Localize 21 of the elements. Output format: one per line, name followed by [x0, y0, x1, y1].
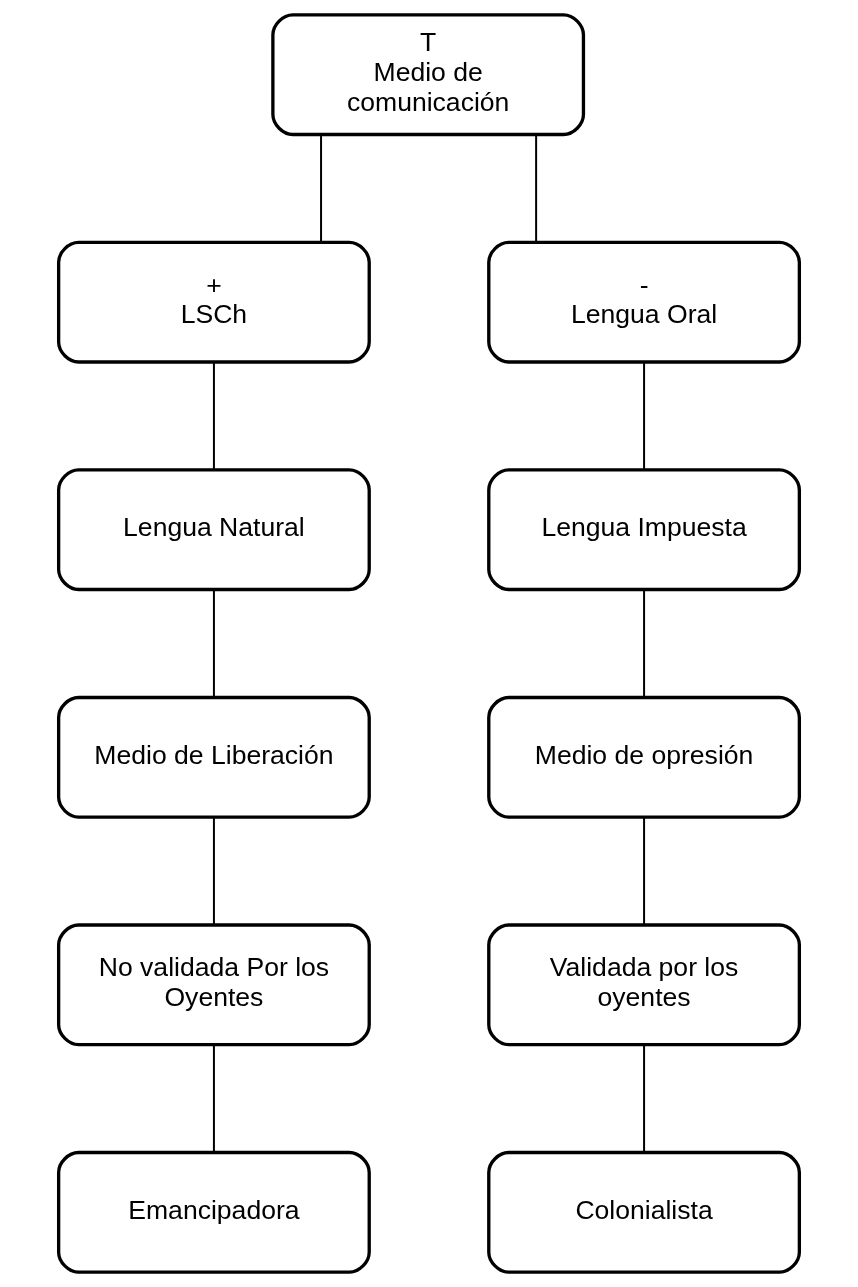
connector: [212, 816, 215, 926]
node-box: + LSCh: [57, 240, 371, 364]
node-box: Medio de Liberación: [57, 695, 371, 819]
node-box: T Medio de comunicación: [271, 13, 586, 137]
node-box: Lengua Impuesta: [487, 468, 801, 592]
connector: [212, 361, 215, 471]
connector: [643, 1044, 646, 1154]
node-box: Validada por los oyentes: [487, 923, 801, 1047]
connector: [643, 816, 646, 926]
connector: [212, 589, 215, 699]
node-box: Lengua Natural: [57, 468, 371, 592]
node-box: Colonialista: [487, 1150, 801, 1274]
node-box: No validada Por los Oyentes: [57, 923, 371, 1047]
node-box: Medio de opresión: [487, 695, 801, 819]
node-box: Emancipadora: [57, 1150, 371, 1274]
connector: [535, 134, 538, 244]
connector: [643, 589, 646, 699]
connector: [212, 1044, 215, 1154]
node-box: - Lengua Oral: [487, 240, 801, 364]
connector: [643, 361, 646, 471]
connector: [320, 134, 323, 244]
